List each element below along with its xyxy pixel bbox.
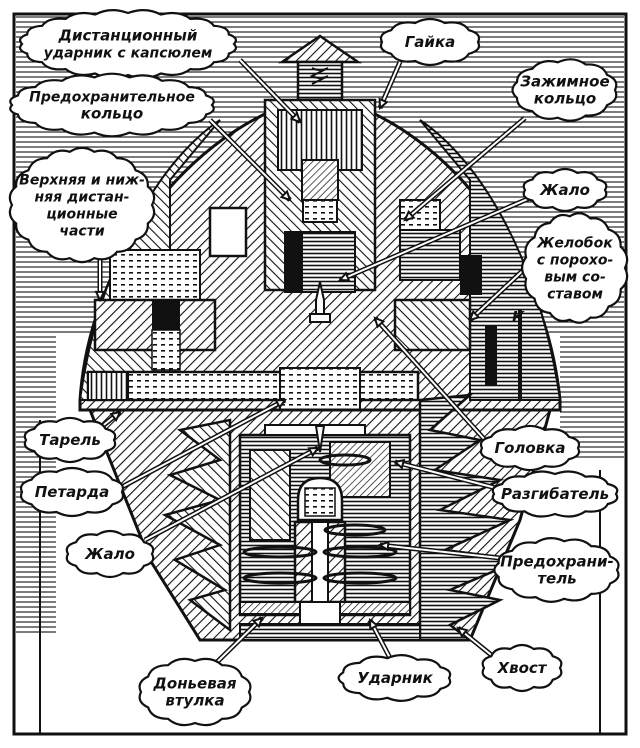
cloud-bubble — [9, 72, 215, 138]
callout-petard: Петарда — [19, 466, 125, 518]
label-safety-ring-line-0: Предохранительное — [29, 90, 195, 106]
cloud-bubble — [511, 58, 618, 122]
arrowhead-clamping-ring — [403, 209, 416, 222]
label-safety-line-1: тель — [537, 570, 576, 588]
label-base-bushing-line-0: Доньевая — [153, 675, 237, 693]
leader-inner-sting-top — [339, 197, 531, 281]
label-nut-line-0: Гайка — [405, 33, 456, 51]
arrowhead-plate — [109, 410, 122, 422]
sting-upper — [315, 281, 325, 315]
label-striker-line-0: Ударник — [357, 669, 433, 687]
cloud-bubble — [379, 17, 481, 67]
leader-inner-distance-striker — [239, 59, 301, 123]
callout-sting-top: Жало — [522, 167, 608, 213]
cloud-bubble — [481, 643, 563, 693]
plate-channel — [86, 370, 420, 402]
label-plate-line-0: Тарель — [39, 431, 101, 449]
cloud-bubble — [522, 167, 608, 213]
label-base-bushing-line-1: втулка — [165, 692, 224, 710]
arrowhead-safety — [377, 540, 390, 552]
label-clamping-ring-line-0: Зажимное — [520, 73, 609, 91]
callout-safety: Предохрани-тель — [493, 537, 620, 603]
cap-spring — [309, 67, 329, 85]
label-distance-striker-line-0: Дистанционный — [58, 27, 198, 45]
label-sting-top-line-0: Жало — [539, 181, 590, 199]
section-letter-marker: К — [512, 308, 525, 326]
label-powder-groove-line-1: с пороxo- — [537, 253, 614, 269]
cloud-bubble — [8, 146, 156, 264]
cloud-bubble — [493, 537, 620, 603]
callout-plate: Тарель — [23, 416, 117, 464]
callout-striker: Ударник — [337, 654, 452, 702]
label-safety-ring-line-1: кольцо — [81, 105, 143, 123]
threads-left — [161, 418, 232, 633]
cloud-bubble — [337, 654, 452, 702]
arrowhead-distance-striker — [289, 111, 302, 124]
label-safety-line-0: Предохрани- — [500, 553, 614, 571]
leader-inner-sting-bottom — [144, 447, 319, 541]
arrowhead-sting-top — [337, 271, 351, 282]
cloud-bubble — [479, 424, 581, 472]
leader-inner-unbender — [394, 461, 497, 489]
cloud-bubble — [19, 466, 125, 518]
cloud-bubble — [520, 212, 629, 324]
arrowhead-nut — [378, 97, 389, 111]
callout-head: Головка — [479, 424, 581, 472]
arrowhead-base-bushing — [251, 616, 264, 629]
label-unbender-line-0: Разгибатель — [501, 485, 609, 503]
callout-tail: Хвост — [481, 643, 563, 693]
arrowhead-petard — [274, 398, 288, 410]
arrowhead-distance-parts — [94, 290, 106, 303]
arrowhead-safety-ring — [279, 189, 292, 202]
label-powder-groove-line-2: вым со- — [544, 270, 606, 286]
capsule — [302, 199, 338, 223]
sting-lower — [314, 425, 326, 453]
label-distance-parts-line-3: части — [59, 224, 104, 240]
arrowhead-striker — [368, 617, 380, 631]
label-sting-bottom-line-0: Жало — [84, 545, 135, 563]
leader-inner-petard — [119, 399, 286, 489]
arrowhead-sting-bottom — [307, 446, 321, 458]
leader-inner-safety-ring — [209, 119, 291, 201]
arrowhead-unbender — [392, 458, 406, 470]
fuze-body — [78, 34, 562, 414]
leader-inner-clamping-ring — [404, 117, 526, 221]
leader-inner-safety — [379, 544, 501, 559]
leader-inner-head — [374, 317, 486, 441]
cloud-bubble — [23, 416, 117, 464]
arrowhead-head — [373, 316, 386, 329]
callout-sting-bottom: Жало — [65, 529, 155, 579]
dome-right-horizontal — [419, 119, 562, 401]
label-distance-parts-line-0: Верхняя и ниж- — [19, 173, 145, 189]
label-tail-line-0: Хвост — [497, 659, 548, 677]
label-distance-parts-line-2: ционные — [46, 207, 117, 223]
label-petard-line-0: Петарда — [35, 483, 110, 501]
label-head-line-0: Головка — [495, 439, 566, 457]
label-distance-parts-line-1: няя дистан- — [35, 190, 130, 206]
label-powder-groove-line-3: ставом — [547, 287, 603, 303]
callout-unbender: Разгибатель — [491, 470, 619, 518]
callout-nut: Гайка — [379, 17, 481, 67]
label-distance-striker-line-1: ударник с капсюлем — [44, 46, 213, 62]
cloud-bubble — [138, 657, 252, 727]
cloud-bubble — [19, 9, 237, 79]
label-clamping-ring-line-1: кольцо — [534, 90, 596, 108]
cloud-bubble — [65, 529, 155, 579]
cloud-bubble — [491, 470, 619, 518]
bottom-edge — [239, 623, 421, 641]
arrowhead-tail — [456, 626, 469, 639]
arrowhead-powder-groove — [468, 309, 481, 322]
leader-inner-base-bushing — [214, 617, 263, 665]
label-powder-groove-line-0: Желобок — [536, 236, 613, 252]
springs — [242, 453, 398, 585]
